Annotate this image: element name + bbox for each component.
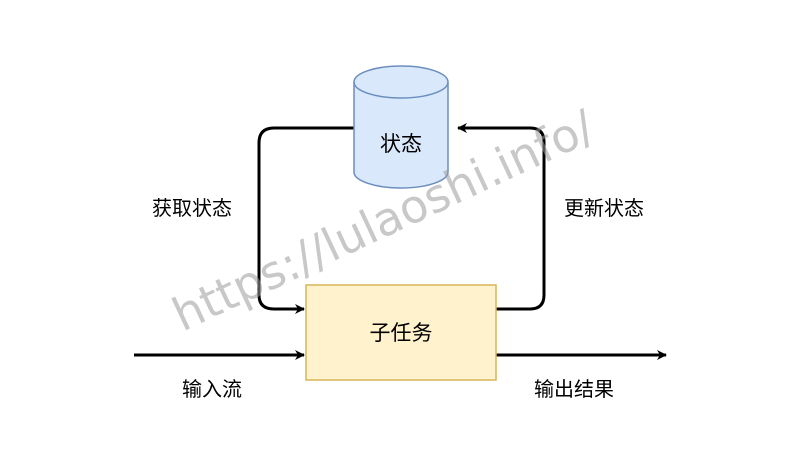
update-state-label: 更新状态: [564, 196, 644, 220]
input-stream-label: 输入流: [182, 377, 242, 401]
state-database-label: 状态: [380, 132, 422, 156]
get-state-arrow: [257, 126, 354, 314]
get-state-label: 获取状态: [152, 196, 232, 220]
update-state-arrow: [457, 123, 546, 311]
state-database-node: 状态: [353, 65, 449, 189]
subtask-node: 子任务: [305, 284, 497, 381]
database-cylinder-rim: [353, 81, 449, 99]
output-result-label: 输出结果: [534, 377, 614, 401]
subtask-label: 子任务: [370, 321, 433, 345]
subtask-box: [305, 284, 497, 381]
